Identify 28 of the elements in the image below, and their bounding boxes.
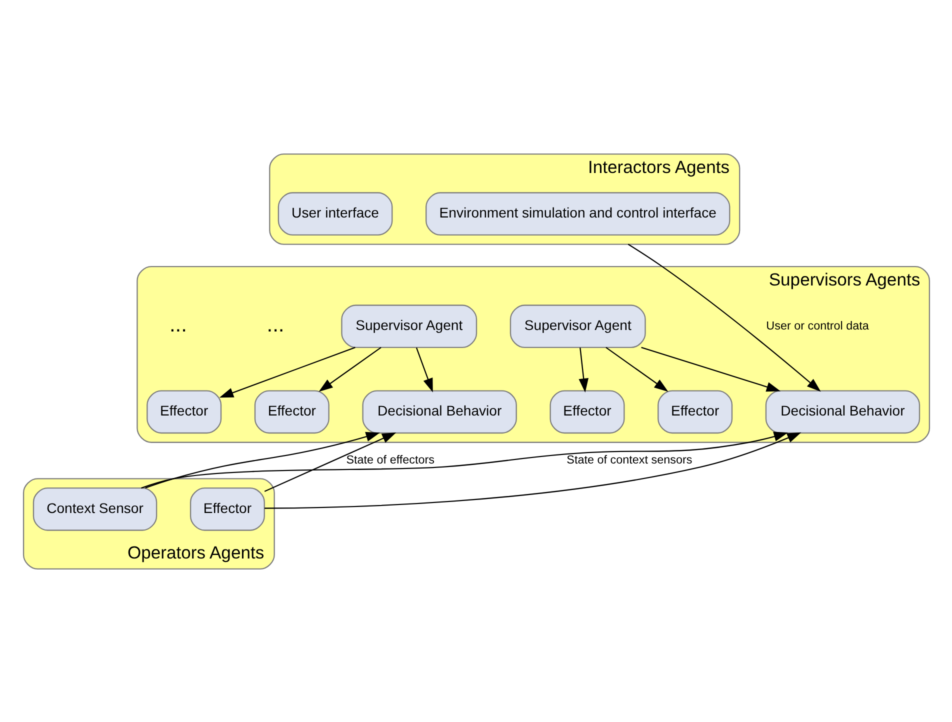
node-box: Effector: [146, 390, 222, 434]
arrow: [218, 346, 355, 398]
arrow: [415, 346, 432, 392]
node-box: Context Sensor: [32, 486, 157, 530]
arrow: [627, 243, 820, 392]
arrow: [264, 432, 801, 508]
node-box: Effector: [189, 486, 264, 530]
node-box: Decisional Behavior: [362, 390, 516, 434]
edge-label: User or control data: [766, 318, 868, 332]
arrow: [264, 432, 396, 492]
label: ...: [168, 313, 187, 336]
node-box: Supervisor Agent: [509, 304, 646, 348]
arrow: [144, 431, 380, 488]
arrow: [578, 347, 588, 392]
arrow: [140, 431, 788, 488]
node-box: Effector: [657, 390, 732, 434]
arrow: [605, 346, 668, 392]
label: ...: [266, 313, 284, 336]
edge-label: State of effectors: [346, 452, 434, 466]
node-box: Decisional Behavior: [764, 390, 920, 434]
node-box: Effector: [549, 390, 624, 434]
node-box: Environment simulation and control interface: [425, 192, 730, 236]
arrow: [318, 346, 381, 392]
edge-label: State of context sensors: [566, 452, 692, 466]
node-box: Effector: [254, 390, 329, 434]
node-box: User interface: [277, 192, 392, 236]
arrow: [640, 346, 780, 392]
node-box: Supervisor Agent: [340, 304, 477, 348]
